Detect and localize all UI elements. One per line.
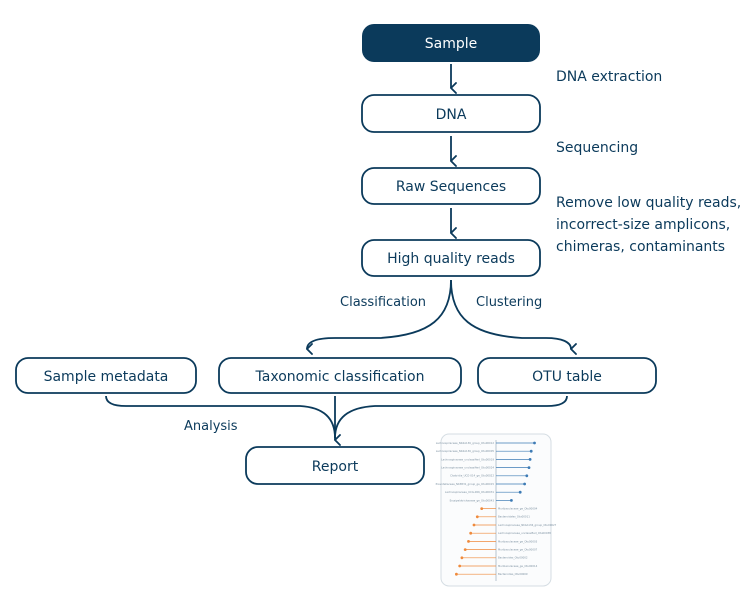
thumbnail-point: [510, 499, 513, 502]
thumbnail-point: [472, 523, 476, 527]
thumbnail-label: Bacteroides_Otu00009: [498, 572, 528, 576]
thumbnail-point: [523, 482, 526, 486]
node-raw-sequences-label: Raw Sequences: [396, 179, 506, 195]
edge-label-classification: Classification: [340, 295, 426, 310]
edge-label-clustering: Clustering: [476, 295, 542, 310]
node-taxonomic-classification: Taxonomic classification: [218, 357, 462, 394]
arrow-clustering: [450, 279, 577, 355]
step-qc-line-1: Remove low quality reads,: [556, 195, 741, 211]
step-sequencing: Sequencing: [556, 140, 638, 156]
arrow-classification: [306, 279, 452, 355]
node-taxonomic-classification-label: Taxonomic classification: [255, 369, 425, 385]
thumbnail-point: [475, 515, 479, 519]
node-sample-metadata: Sample metadata: [15, 357, 197, 394]
thumbnail-label: Muribaculaceae_ge_Otu00014: [498, 564, 538, 568]
thumbnail-label: Lachnospiraceae_UCG-006_Otu00031: [445, 490, 494, 494]
thumbnail-point: [480, 507, 484, 510]
step-qc-line-2: incorrect-size amplicons,: [556, 217, 730, 233]
thumbnail-point: [467, 540, 470, 543]
thumbnail-point: [528, 458, 532, 461]
node-report: Report: [245, 446, 425, 485]
thumbnail-label: Muribaculaceae_ge_Otu00007: [498, 548, 538, 552]
arrow-analysis-from-metadata: [105, 395, 336, 439]
thumbnail-point: [460, 556, 464, 560]
thumbnail-point: [469, 531, 473, 535]
node-high-quality-reads-label: High quality reads: [387, 251, 515, 267]
thumbnail-label: Lachnospiraceae_NK4A136_group_Otu00005: [436, 449, 495, 453]
thumbnail-label: Bacteroides_Otu00002: [498, 556, 528, 560]
thumbnail-point: [458, 564, 462, 568]
thumbnail-label: Lachnospiraceae_unclassified_Otu00038: [498, 531, 551, 535]
thumbnail-point: [455, 572, 458, 576]
thumbnail-point: [518, 490, 522, 494]
node-otu-table-label: OTU table: [532, 369, 602, 385]
node-sample-label: Sample: [425, 36, 478, 52]
node-sample-metadata-label: Sample metadata: [44, 369, 169, 385]
thumbnail-chart: Lachnospiraceae_NK4A136_group_Otu00012La…: [436, 433, 557, 587]
thumbnail-label: Lachnospiraceae_NK4A136_group_Otu00012: [436, 441, 495, 445]
thumbnail-label: Erysipelotrichaceae_ge_Otu00043: [450, 498, 495, 502]
thumbnail-label: Lachnospiraceae_unclassified_Otu00019: [441, 457, 494, 461]
thumbnail-label: Clostridia_UCG-014_ge_Otu00022: [450, 474, 494, 478]
thumbnail-point: [525, 474, 529, 478]
node-otu-table: OTU table: [477, 357, 657, 394]
thumbnail-point: [529, 449, 533, 453]
thumbnail-label: Bacteroidales_Otu00011: [498, 515, 530, 519]
step-dna-extraction: DNA extraction: [556, 69, 662, 85]
node-report-label: Report: [312, 459, 359, 475]
thumbnail-label: Muribaculaceae_ge_Otu00004: [498, 507, 538, 511]
node-dna: DNA: [361, 94, 541, 133]
thumbnail-label: Muribaculaceae_ge_Otu00003: [498, 539, 538, 543]
thumbnail-point: [533, 441, 536, 445]
thumbnail-label: Lachnospiraceae_NK4A136_group_Otu00027: [498, 523, 557, 527]
node-dna-label: DNA: [436, 107, 467, 123]
step-qc-line-3: chimeras, contaminants: [556, 239, 725, 255]
thumbnail-label: Lachnospiraceae_unclassified_Otu00024: [441, 466, 494, 470]
arrow-analysis-from-otu: [334, 395, 568, 439]
thumbnail-point: [463, 548, 467, 551]
node-high-quality-reads: High quality reads: [361, 239, 541, 277]
node-raw-sequences: Raw Sequences: [361, 167, 541, 205]
node-sample: Sample: [362, 24, 540, 62]
thumbnail-point: [527, 466, 531, 469]
edge-label-analysis: Analysis: [184, 419, 238, 434]
thumbnail-label: Prevotellaceae_NK3B31_group_ge_Otu00015: [436, 482, 495, 486]
